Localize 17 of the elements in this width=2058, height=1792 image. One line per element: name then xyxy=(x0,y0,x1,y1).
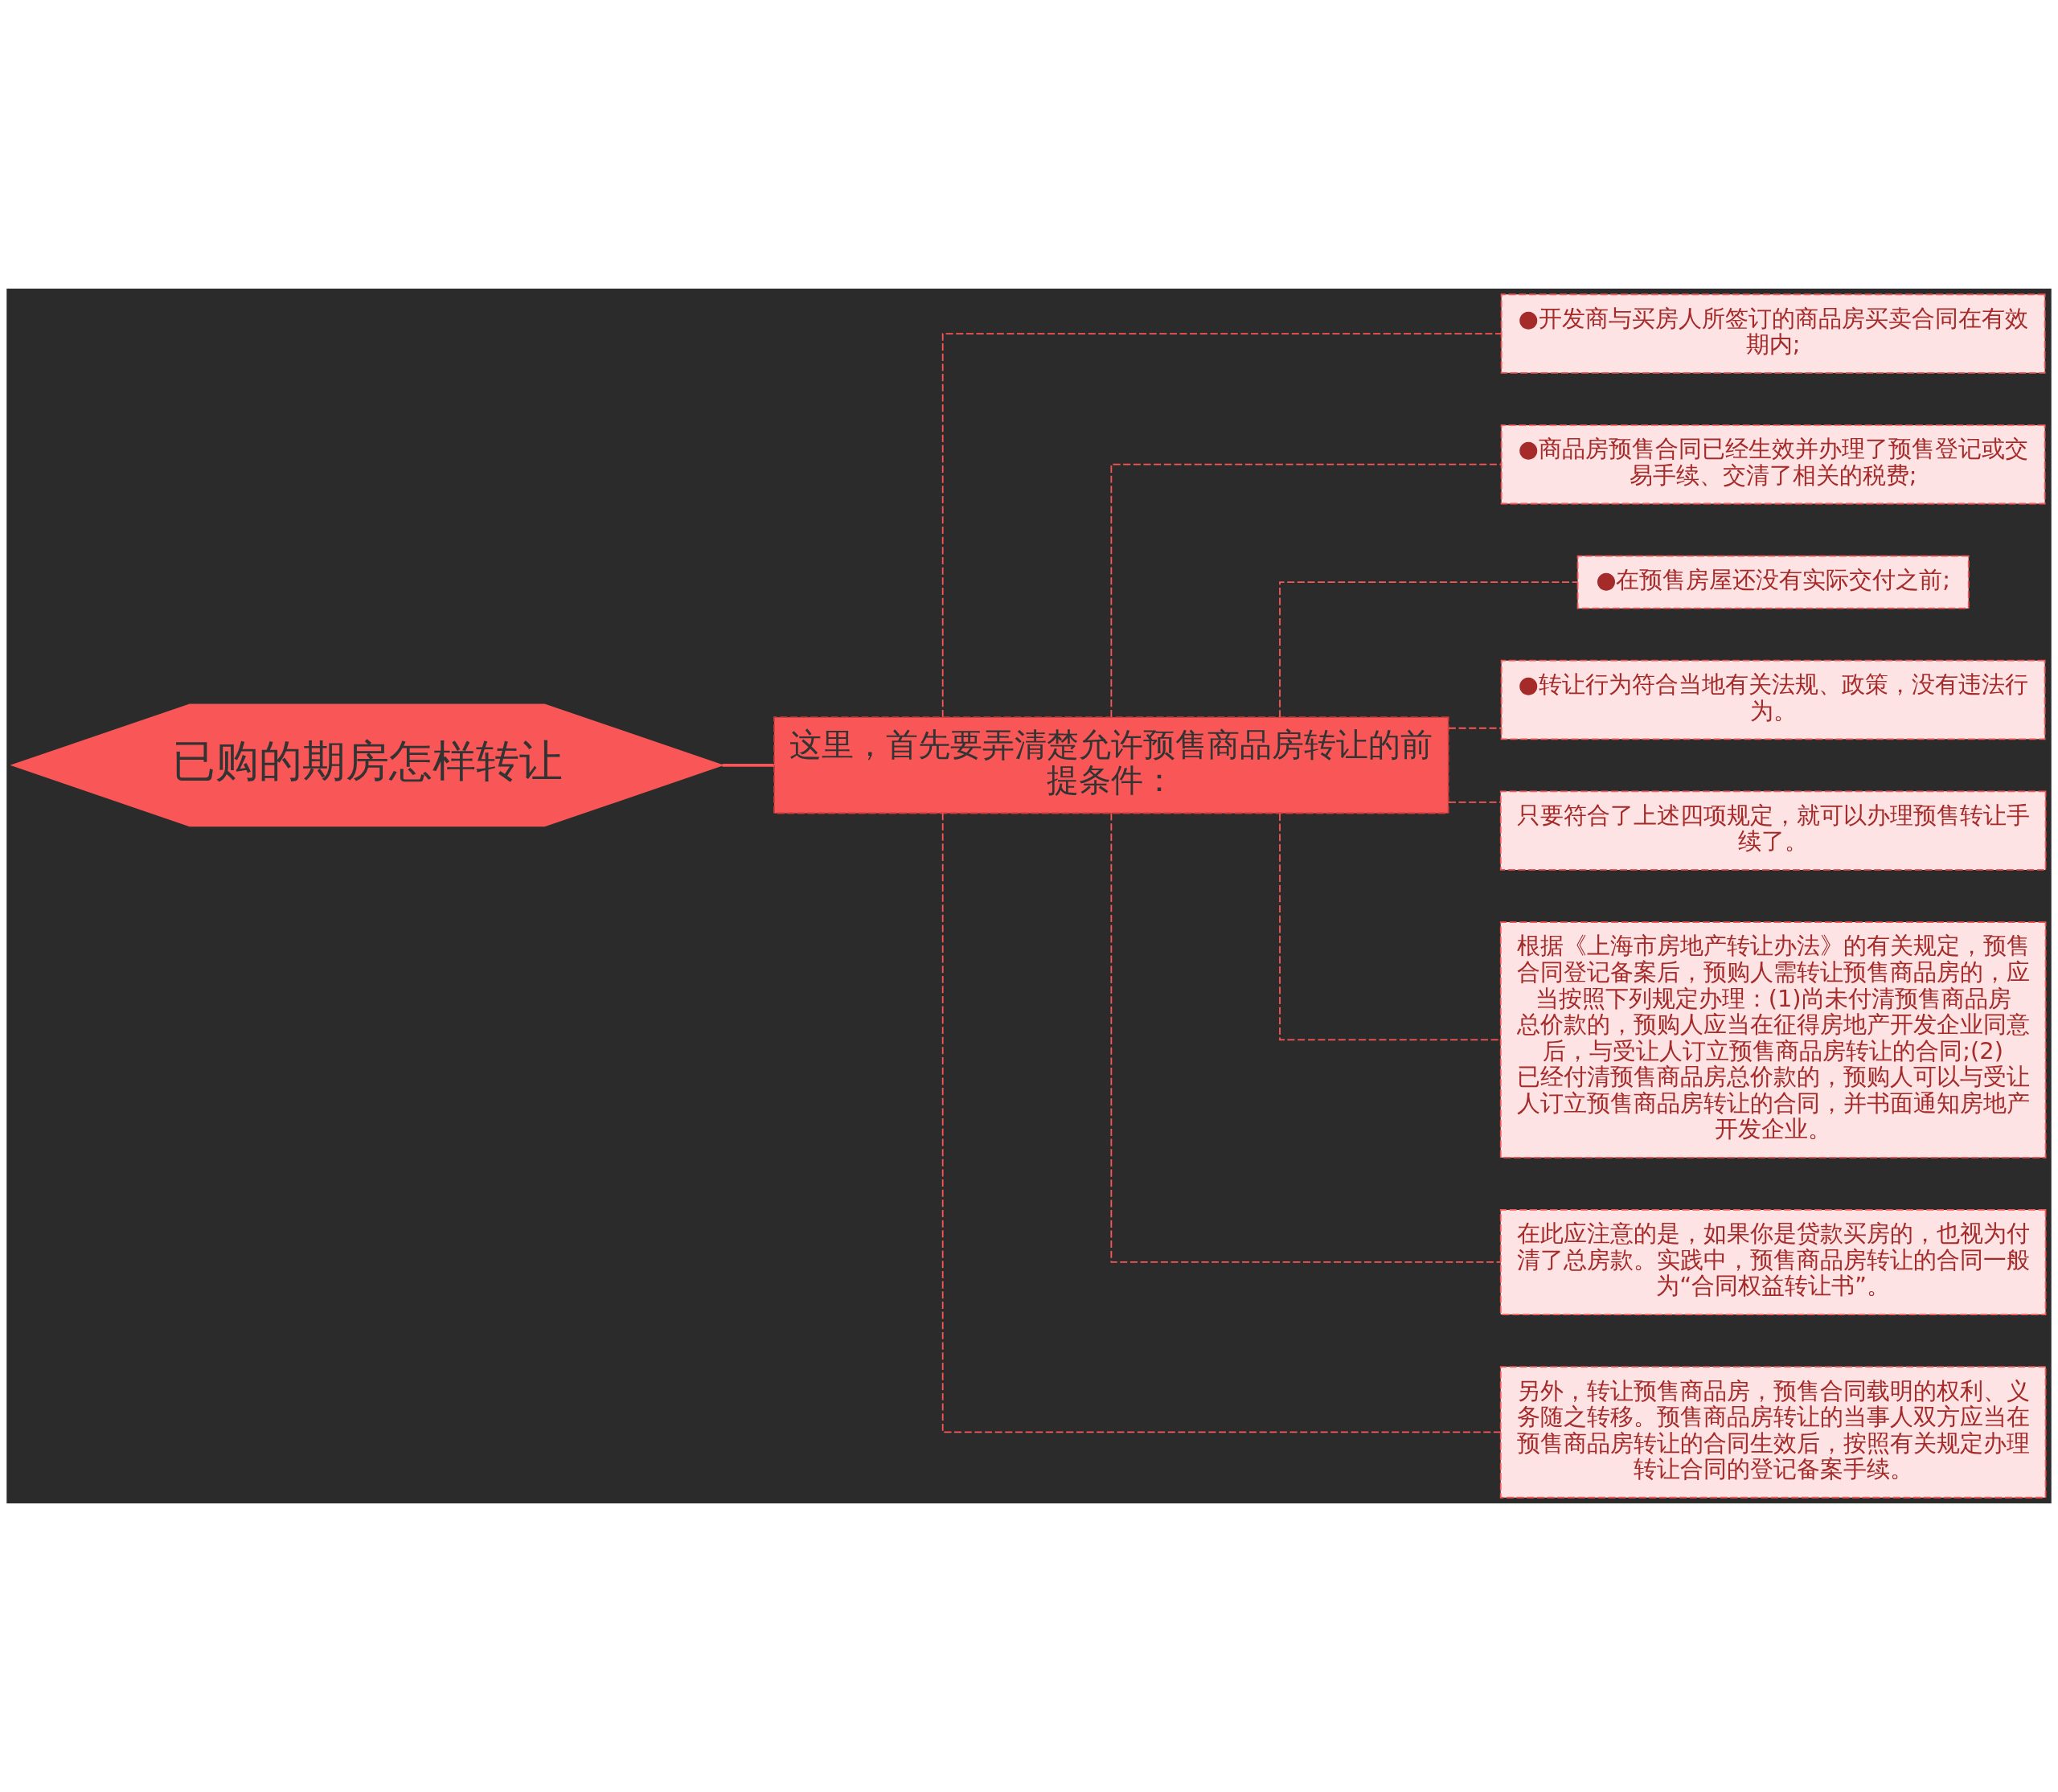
node-box: 只要符合了上述四项规定，就可以办理预售转让手续了。 xyxy=(1499,790,2047,871)
connector xyxy=(1110,812,1502,1263)
node-box: ●在预售房屋还没有实际交付之前; xyxy=(1576,555,1970,609)
node-box: ●商品房预售合同已经生效并办理了预售登记或交易手续、交清了相关的税费; xyxy=(1500,424,2046,505)
node-box: 根据《上海市房地产转让办法》的有关规定，预售合同登记备案后，预购人需转让预售商品房的，应当按照下列规定办理：(1)尚未付清预售商品房总价款的，预购人应当在征得房地产开发企业同意后，与受让人订立预售商品房转让的合同;(2)已经付清预售商品房总价款的，预购人可以与受让人订立预售商品房转让的合同，并书面通知房地产开发企业。 xyxy=(1499,921,2047,1158)
node-box: ●开发商与买房人所签订的商品房买卖合同在有效期内; xyxy=(1500,293,2046,374)
connector xyxy=(1447,802,1502,803)
connector xyxy=(1110,463,1503,718)
node-box: 这里，首先要弄清楚允许预售商品房转让的前提条件： xyxy=(773,716,1449,814)
node-box: 另外，转让预售商品房，预售合同载明的权利、义务随之转移。预售商品房转让的当事人双方应当在预售商品房转让的合同生效后，按照有关规定办理转让合同的登记备案手续。 xyxy=(1499,1366,2047,1499)
connector xyxy=(722,764,774,767)
connector xyxy=(941,333,1503,718)
connector xyxy=(1447,727,1503,729)
node-box: 在此应注意的是，如果你是贷款买房的，也视为付清了总房款。实践中，预售商品房转让的合同一般为“合同权益转让书”。 xyxy=(1499,1209,2047,1315)
node-box: ●转让行为符合当地有关法规、政策，没有违法行为。 xyxy=(1500,659,2046,740)
connector xyxy=(941,812,1502,1433)
connector xyxy=(1279,581,1579,718)
